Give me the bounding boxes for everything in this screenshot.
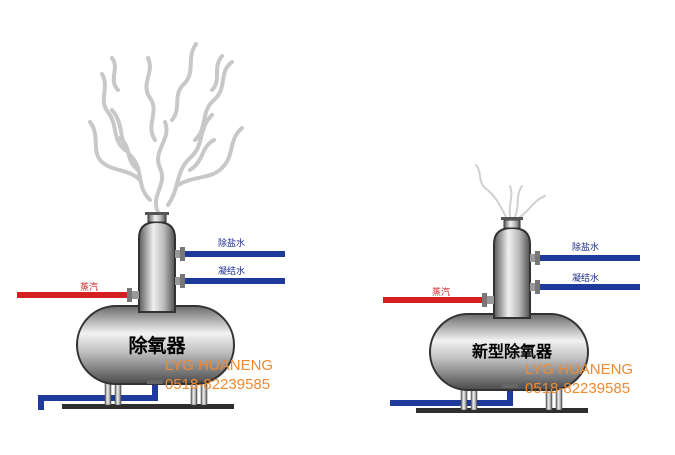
left-steam-plume — [88, 42, 244, 214]
right-watermark-name: LYG HUANENG — [525, 361, 633, 378]
right-vapor-wisps — [475, 164, 546, 218]
left-steam-flange — [127, 288, 132, 302]
left-drain-pipe — [38, 380, 158, 410]
right-condensate-label: 凝结水 — [572, 272, 599, 284]
right-vent-valve — [503, 219, 521, 229]
left-demin-water-label: 除盐水 — [218, 237, 245, 249]
left-unit: 除氧器 蒸汽 除盐水 凝结水 LYG HUANENG 0518-82239585 — [17, 42, 285, 410]
left-condensate-stub — [175, 277, 180, 285]
left-demin-flange — [180, 247, 185, 261]
right-steam-pipe — [383, 297, 484, 303]
right-demin-stub — [530, 254, 535, 262]
right-condensate-pipe — [538, 284, 640, 290]
right-ground-rail — [416, 408, 588, 413]
left-demin-water-pipe — [183, 251, 285, 257]
left-vent-cap — [145, 212, 169, 215]
left-tank-label: 除氧器 — [128, 334, 186, 357]
left-steam-stub — [132, 291, 139, 299]
right-outlet-flange — [502, 384, 518, 388]
right-vent-cap — [501, 217, 523, 220]
left-deaerating-column — [138, 220, 176, 313]
right-condensate-stub — [530, 283, 535, 291]
left-steam-pipe — [17, 292, 129, 298]
left-ground-rail — [62, 404, 234, 409]
right-condensate-flange — [535, 280, 540, 294]
left-watermark-name: LYG HUANENG — [165, 357, 273, 374]
left-steam-label: 蒸汽 — [80, 281, 98, 293]
right-watermark-phone: 0518-82239585 — [525, 380, 630, 397]
right-steam-label: 蒸汽 — [432, 286, 450, 298]
right-tank-label: 新型除氧器 — [472, 342, 553, 361]
left-condensate-flange — [180, 274, 185, 288]
right-deaerating-column — [493, 226, 531, 319]
left-vent-valve — [147, 213, 167, 223]
left-demin-stub — [175, 250, 180, 258]
left-outlet-flange — [147, 380, 163, 384]
right-demin-water-label: 除盐水 — [572, 241, 599, 253]
left-condensate-label: 凝结水 — [218, 265, 245, 277]
right-demin-flange — [535, 251, 540, 265]
right-steam-flange — [482, 293, 487, 307]
left-watermark-phone: 0518-82239585 — [165, 376, 270, 393]
right-steam-stub — [487, 296, 494, 304]
left-condensate-pipe — [183, 278, 285, 284]
right-demin-water-pipe — [538, 255, 640, 261]
right-unit: 新型除氧器 蒸汽 除盐水 凝结水 LYG HUANENG 0518-822395… — [383, 164, 640, 413]
